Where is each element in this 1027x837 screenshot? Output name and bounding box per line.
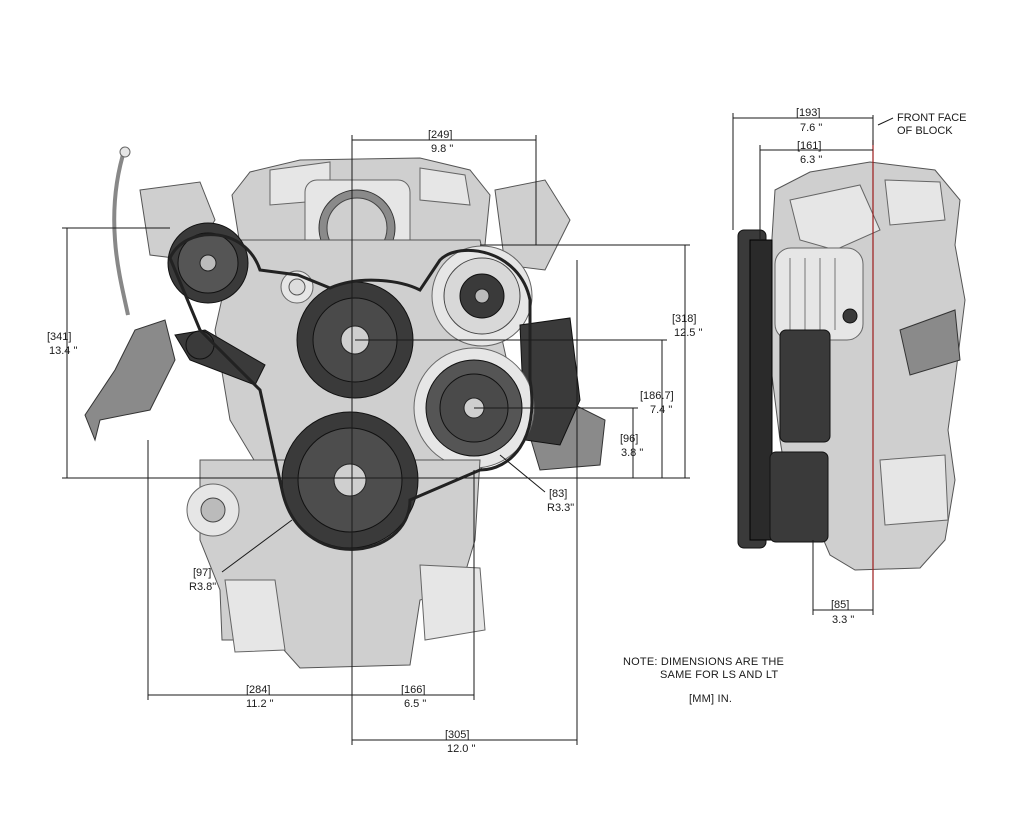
svg-text:7.4 ": 7.4 " — [650, 404, 672, 416]
front-face-label: FRONT FACE OF BLOCK — [897, 112, 966, 137]
svg-text:R3.8": R3.8" — [189, 581, 216, 593]
svg-text:7.6 ": 7.6 " — [800, 122, 822, 134]
dim-label-186-7: [186.7] 7.4 " — [640, 390, 674, 416]
dimension-note: NOTE: DIMENSIONS ARE THE SAME FOR LS AND… — [623, 656, 784, 705]
svg-text:NOTE: DIMENSIONS ARE THE: NOTE: DIMENSIONS ARE THE — [623, 656, 784, 668]
svg-text:3.8 ": 3.8 " — [621, 447, 643, 459]
dim-label-85: [85] 3.3 " — [831, 599, 854, 626]
svg-text:[305]: [305] — [445, 729, 469, 741]
svg-text:OF BLOCK: OF BLOCK — [897, 125, 953, 137]
svg-text:[96]: [96] — [620, 433, 638, 445]
svg-text:11.2 ": 11.2 " — [246, 698, 274, 710]
svg-text:3.3 ": 3.3 " — [832, 614, 854, 626]
svg-text:[249]: [249] — [428, 129, 452, 141]
dim-label-96: [96] 3.8 " — [620, 433, 643, 459]
dim-label-83: [83] R3.3" — [547, 488, 574, 514]
svg-text:R3.3": R3.3" — [547, 502, 574, 514]
side-view-engine — [737, 140, 966, 590]
svg-text:6.3 ": 6.3 " — [800, 154, 822, 166]
dim-label-193: [193] 7.6 " — [796, 107, 822, 134]
svg-text:[MM] IN.: [MM] IN. — [689, 693, 732, 705]
dim-label-161: [161] 6.3 " — [797, 140, 822, 166]
svg-text:[193]: [193] — [796, 107, 820, 119]
svg-text:[161]: [161] — [797, 140, 821, 152]
front-dimension-lines — [62, 135, 690, 745]
svg-text:FRONT FACE: FRONT FACE — [897, 112, 966, 124]
svg-text:13.4 ": 13.4 " — [49, 345, 77, 357]
svg-text:12.0 ": 12.0 " — [447, 743, 475, 755]
svg-text:12.5 ": 12.5 " — [674, 327, 702, 339]
svg-text:[166]: [166] — [401, 684, 425, 696]
svg-text:6.5 ": 6.5 " — [404, 698, 426, 710]
dim-label-341: [341] 13.4 " — [47, 331, 77, 357]
svg-text:9.8 ": 9.8 " — [431, 143, 453, 155]
svg-text:[341]: [341] — [47, 331, 71, 343]
dim-label-97: [97] R3.8" — [189, 567, 216, 593]
svg-text:[85]: [85] — [831, 599, 849, 611]
svg-text:SAME FOR LS AND LT: SAME FOR LS AND LT — [660, 669, 778, 681]
dim-label-284: [284] 11.2 " — [246, 684, 274, 710]
dim-label-249: [249] 9.8 " — [428, 129, 453, 155]
dim-label-305: [305] 12.0 " — [445, 729, 475, 755]
dim-label-318: [318] 12.5 " — [672, 313, 702, 339]
dim-label-166: [166] 6.5 " — [401, 684, 426, 710]
svg-text:[97]: [97] — [193, 567, 211, 579]
svg-text:[318]: [318] — [672, 313, 696, 325]
svg-text:[186.7]: [186.7] — [640, 390, 674, 402]
svg-text:[83]: [83] — [549, 488, 567, 500]
side-dimension-lines — [732, 113, 894, 615]
svg-text:[284]: [284] — [246, 684, 270, 696]
